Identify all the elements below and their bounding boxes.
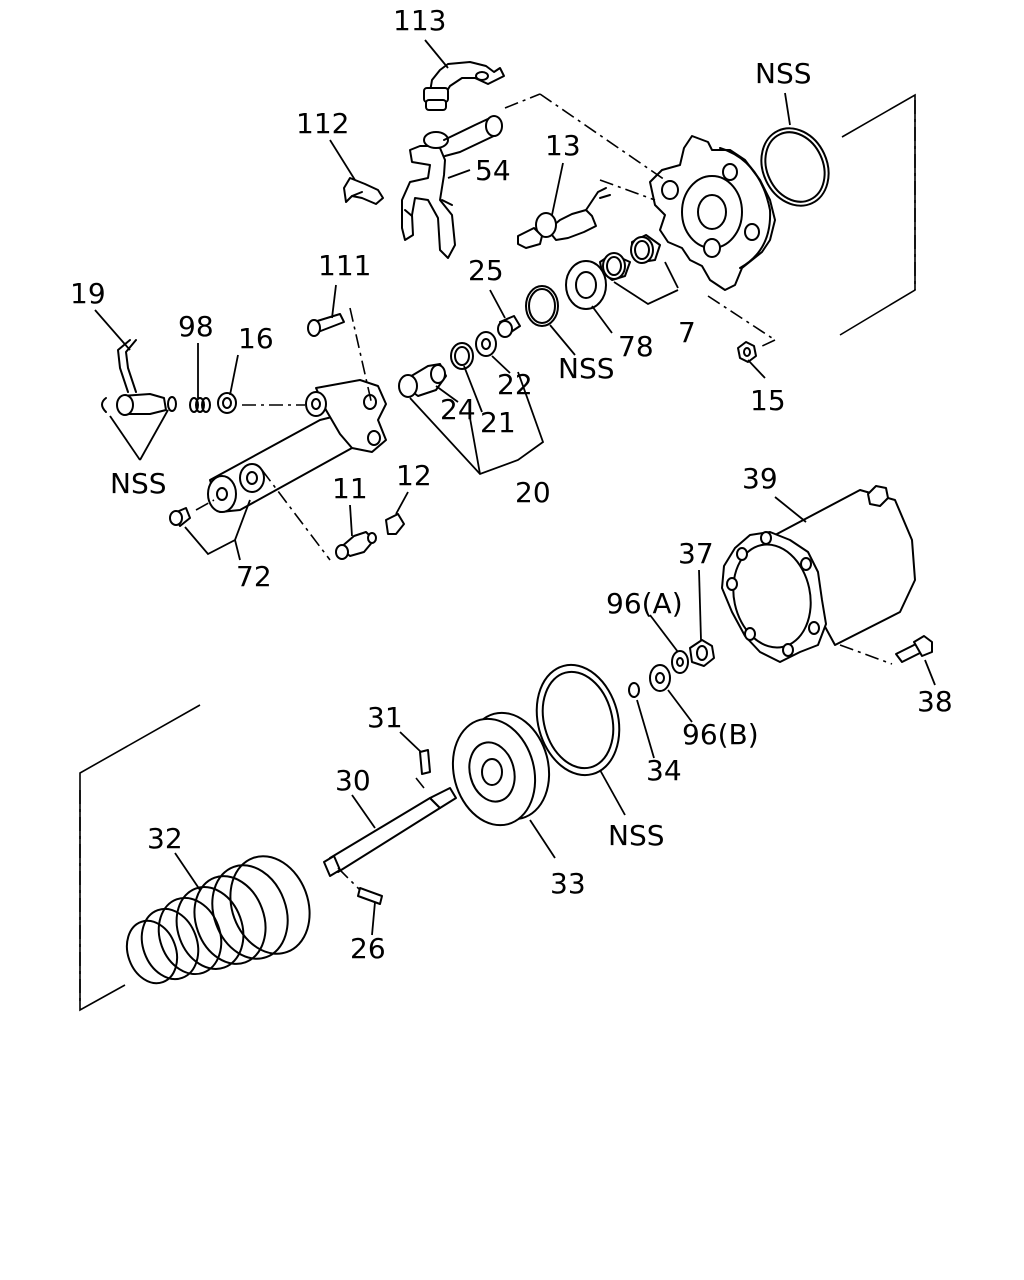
label-72: 72 (236, 560, 272, 593)
part-19-lever (101, 339, 177, 416)
label-96b: 96(B) (682, 718, 759, 751)
label-111: 111 (318, 249, 371, 282)
label-nss-left: NSS (110, 467, 167, 500)
part-39-housing (721, 485, 916, 663)
part-31-pin (419, 749, 431, 775)
label-112: 112 (296, 107, 349, 140)
part-12-cap (385, 513, 405, 535)
part-11-fitting (335, 531, 377, 560)
part-98-spring (189, 397, 211, 413)
part-37-nut (689, 639, 715, 667)
part-housing-flange (649, 135, 776, 291)
part-111-bolt (307, 313, 345, 337)
part-24-plunger (398, 363, 447, 398)
part-26-pin (357, 887, 383, 905)
part-72-cylinder (169, 379, 387, 527)
leader-lines (94, 39, 936, 936)
label-37: 37 (678, 537, 714, 570)
label-nss-bottom: NSS (608, 819, 665, 852)
label-54: 54 (475, 154, 511, 187)
label-16: 16 (238, 322, 274, 355)
label-33: 33 (550, 867, 586, 900)
part-22-washer (475, 331, 497, 357)
part-16-ring (217, 392, 237, 414)
label-98: 98 (178, 310, 214, 343)
part-nss-diaphragm (535, 663, 621, 777)
part-13-switch (517, 187, 611, 249)
part-nss-oring-top (760, 127, 830, 207)
part-96a-washer (671, 650, 689, 674)
label-22: 22 (497, 368, 533, 401)
assembly-bracket-right (839, 93, 916, 336)
label-39: 39 (742, 462, 778, 495)
label-21: 21 (480, 406, 516, 439)
label-38: 38 (917, 685, 953, 718)
part-54-shift-fork (401, 115, 503, 259)
label-113: 113 (393, 4, 446, 37)
part-7-bushings (599, 234, 661, 281)
label-25: 25 (468, 254, 504, 287)
part-32-spring (125, 855, 311, 985)
label-11: 11 (332, 472, 368, 505)
part-38-bolt (895, 635, 933, 663)
part-15-nut (737, 341, 757, 363)
part-30-rod (323, 787, 457, 877)
part-25-pin (497, 315, 521, 338)
part-labels: 113 112 54 13 NSS 111 25 19 98 16 78 7 N… (70, 4, 953, 965)
part-34-snapring (628, 682, 640, 698)
part-nss-oring-mid (525, 285, 559, 327)
part-21-ring (450, 342, 474, 370)
label-31: 31 (367, 701, 403, 734)
label-78: 78 (618, 330, 654, 363)
label-26: 26 (350, 932, 386, 965)
label-nss-mid: NSS (558, 352, 615, 385)
label-nss-top: NSS (755, 57, 812, 90)
part-78-seal (565, 260, 607, 310)
label-13: 13 (545, 129, 581, 162)
label-32: 32 (147, 822, 183, 855)
label-34: 34 (646, 754, 682, 787)
label-15: 15 (750, 384, 786, 417)
label-20: 20 (515, 476, 551, 509)
assembly-lines (195, 93, 893, 891)
part-113-pipe-fitting (423, 61, 505, 111)
label-19: 19 (70, 277, 106, 310)
label-96a: 96(A) (606, 587, 683, 620)
assembly-bracket-left (79, 704, 201, 1012)
part-33-piston (451, 711, 551, 827)
part-112-clip (343, 177, 384, 205)
label-24: 24 (440, 393, 476, 426)
label-30: 30 (335, 764, 371, 797)
label-7: 7 (678, 316, 696, 349)
label-12: 12 (396, 459, 432, 492)
part-96b-washer (649, 664, 671, 692)
